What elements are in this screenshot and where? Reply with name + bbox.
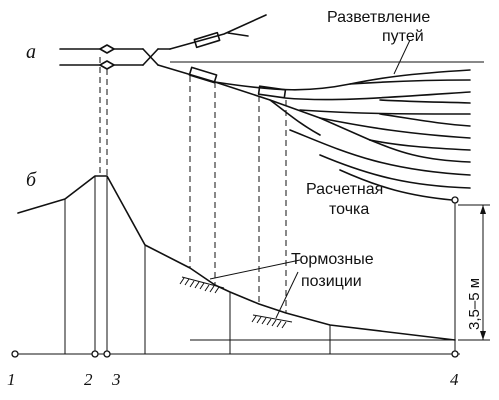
point-1-marker [11, 350, 19, 358]
yard-track-7 [319, 117, 471, 139]
yard-track-13 [269, 99, 321, 136]
yard-track-10 [289, 129, 471, 176]
point-3-label: 3 [111, 370, 121, 389]
brake-label-line1: Тормозные [291, 251, 374, 268]
profile-line [17, 175, 456, 341]
yard-track-11 [319, 154, 471, 189]
hump-switch-upper [99, 44, 115, 54]
yard-track-8 [369, 139, 471, 151]
point-4-marker [451, 350, 459, 358]
point-3-marker [103, 350, 111, 358]
yard-track-4 [379, 99, 471, 104]
brake-hatch-1 [179, 276, 225, 294]
panel-a-label: а [26, 41, 36, 63]
yard-track-12 [339, 169, 453, 201]
calc-point-marker [451, 196, 459, 204]
projection-lines [99, 57, 287, 313]
retarder-1 [188, 66, 218, 84]
brake-leader-2 [275, 271, 299, 319]
upper-branch-spur [227, 32, 249, 37]
calc-point-label-line1: Расчетная [306, 181, 383, 198]
yard-track-3 [284, 91, 471, 101]
track-plan [59, 14, 484, 201]
retarder-2 [257, 85, 287, 99]
calc-point-label-line2: точка [329, 201, 369, 218]
point-2-marker [91, 350, 99, 358]
brake-leader-1 [209, 259, 301, 280]
point-1-label: 1 [7, 370, 16, 389]
hump-switch-lower [99, 60, 115, 70]
yard-tracks-fan [214, 69, 471, 201]
upper-branch [169, 14, 267, 50]
profile [15, 175, 460, 355]
yard-track-6 [379, 113, 471, 127]
height-label: 3,5–5 м [466, 278, 483, 330]
brake-label-line2: позиции [301, 273, 362, 290]
retarder-upper [193, 31, 221, 49]
branching-label-line1: Разветвление [327, 9, 430, 26]
point-2-label: 2 [84, 370, 93, 389]
branching-label-line2: путей [382, 28, 424, 45]
crossover-b [142, 48, 159, 66]
branching-leader [393, 39, 411, 75]
brake-hatch-2 [251, 314, 293, 329]
yard-track-5 [299, 109, 471, 115]
panel-b-label: б [26, 169, 37, 191]
point-4-label: 4 [450, 370, 459, 389]
height-dimension [458, 204, 490, 341]
yard-track-9 [369, 139, 471, 163]
yard-track-2 [349, 79, 471, 85]
